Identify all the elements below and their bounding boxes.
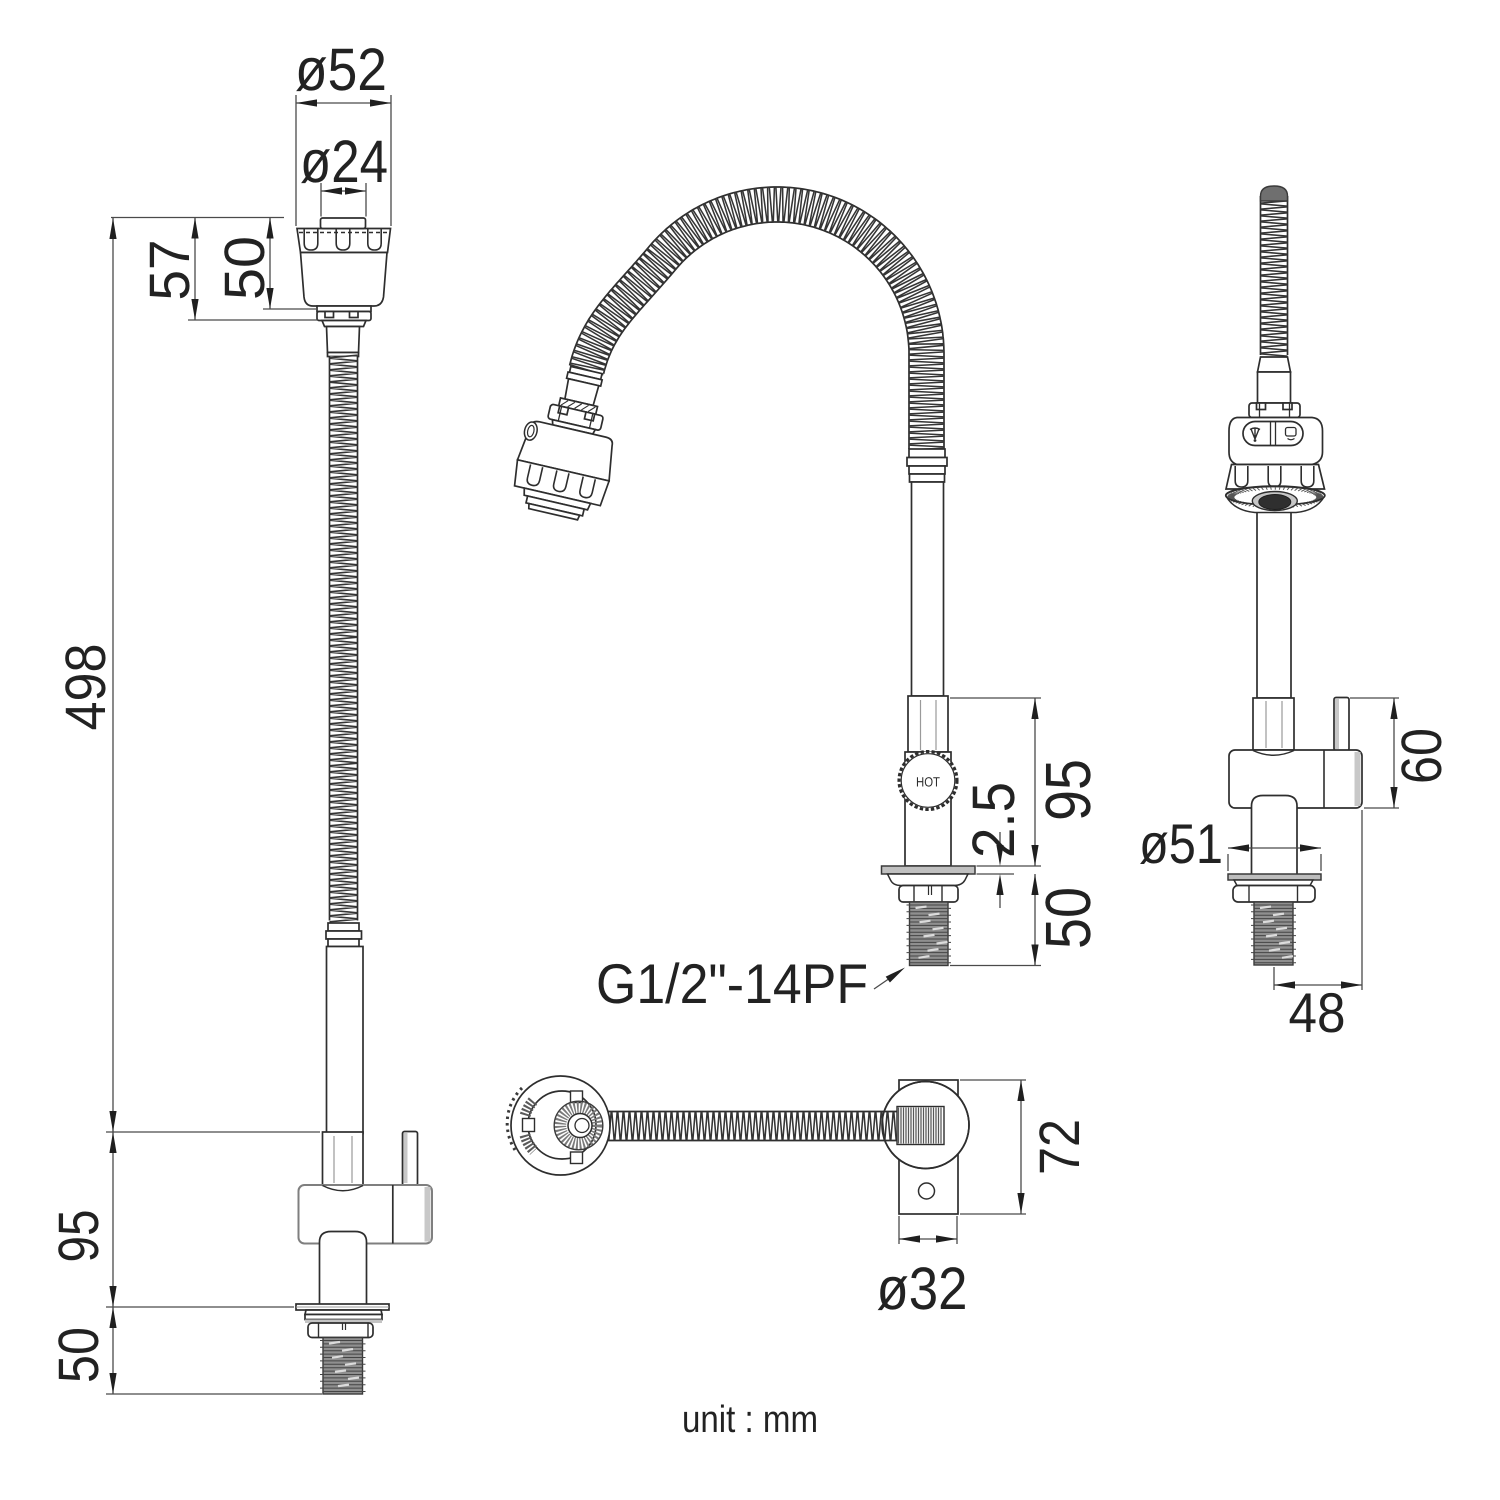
svg-text:498: 498 [54,644,118,731]
svg-text:60: 60 [1390,728,1454,784]
svg-text:ø24: ø24 [300,128,388,195]
svg-text:HOT: HOT [916,775,940,790]
svg-text:50: 50 [47,1327,111,1383]
svg-text:72: 72 [1028,1119,1092,1175]
svg-text:95: 95 [47,1210,111,1263]
svg-text:95: 95 [1032,759,1104,821]
svg-text:50: 50 [213,236,277,300]
svg-text:57: 57 [138,240,202,301]
svg-text:ø52: ø52 [295,36,387,103]
svg-text:ø51: ø51 [1139,812,1223,875]
svg-text:unit : mm: unit : mm [682,1399,818,1441]
svg-text:G1/2"-14PF: G1/2"-14PF [596,952,868,1015]
svg-text:48: 48 [1289,981,1346,1044]
svg-text:ø32: ø32 [877,1255,968,1322]
svg-text:50: 50 [1032,887,1104,949]
svg-text:2.5: 2.5 [960,782,1027,858]
